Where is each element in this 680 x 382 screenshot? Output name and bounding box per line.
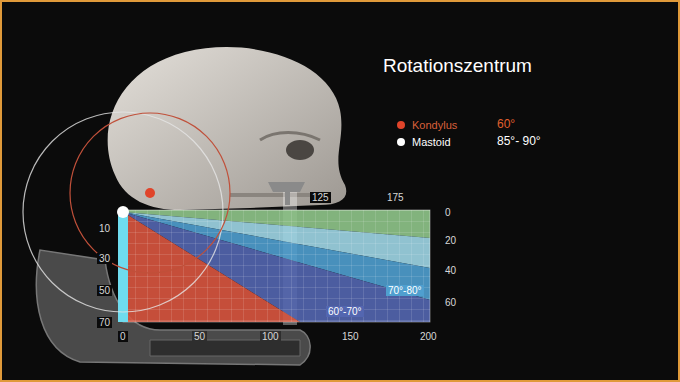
axis-tick: 50 [192,331,207,342]
axis-tick: 30 [97,253,112,264]
axis-tick: 175 [385,192,406,203]
axis-tick: 150 [340,331,361,342]
legend-dot [397,138,405,146]
axis-tick: 10 [97,223,112,234]
angle-value: 60° [497,118,515,131]
legend-text: Mastoid [412,136,451,148]
band-label: 70°-80° [386,285,424,296]
band-label: 60°-70° [326,306,364,317]
legend-dot [397,121,405,129]
axis-tick: 0 [118,331,128,342]
axis-tick: 20 [445,235,456,246]
axis-tick: 50 [97,285,112,296]
diagram-title: Rotationszentrum [383,56,532,77]
legend-text: Kondylus [412,119,457,131]
angle-value: 85°- 90° [497,135,541,148]
axis-tick: 100 [260,331,281,342]
axis-tick: 200 [418,331,439,342]
axis-tick: 60 [445,297,456,308]
axis-tick: 70 [97,317,112,328]
axis-tick: 125 [310,192,331,203]
axis-tick: 0 [445,207,451,218]
axis-tick: 40 [445,265,456,276]
